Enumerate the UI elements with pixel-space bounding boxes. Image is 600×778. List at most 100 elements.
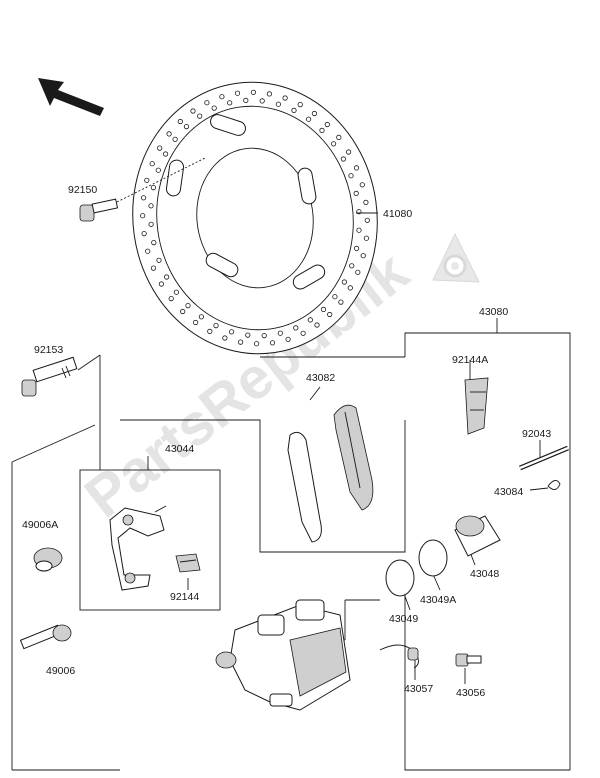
disc-hole: [150, 265, 157, 271]
disc-hole: [345, 149, 352, 155]
disc-hole: [222, 335, 228, 341]
disc-hole: [259, 98, 265, 104]
brake-pads: [287, 404, 374, 543]
disc-hole: [336, 134, 342, 140]
disc-hole: [353, 245, 360, 251]
label-41080: 41080: [383, 208, 412, 220]
disc-hole: [347, 285, 353, 291]
disc-hole: [353, 190, 359, 196]
disc-hole: [197, 113, 203, 119]
disc-hole: [293, 325, 299, 331]
disc-hole: [353, 165, 360, 171]
disc-hole: [314, 322, 320, 328]
disc-hole: [349, 263, 355, 269]
disc-hole: [341, 279, 347, 285]
disc-hole: [266, 91, 272, 97]
disc-hole: [238, 339, 244, 345]
disc-hole: [359, 182, 365, 188]
disc-bolt: [79, 157, 206, 222]
disc-hole: [332, 294, 338, 300]
sleeve: [19, 624, 72, 650]
brake-disc: [132, 81, 378, 355]
disc-hole: [150, 185, 156, 191]
disc-hole: [254, 341, 260, 347]
label-92153: 92153: [34, 344, 63, 356]
disc-hole: [311, 110, 317, 117]
label-49006: 49006: [46, 665, 75, 677]
label-43048: 43048: [470, 568, 499, 580]
disc-hole: [144, 177, 150, 183]
disc-hole: [156, 257, 162, 263]
disc-hole: [219, 94, 225, 100]
disc-hole: [168, 295, 174, 302]
disc-hole: [363, 199, 369, 205]
disc-hole: [285, 336, 291, 342]
disc-hole: [163, 151, 169, 157]
label-43082: 43082: [306, 372, 335, 384]
disc-hole: [355, 269, 361, 275]
disc-hole: [269, 340, 276, 346]
disc-hole: [300, 330, 306, 336]
disc-hole: [155, 167, 161, 173]
disc-hole: [180, 308, 186, 315]
label-43084: 43084: [494, 486, 523, 498]
disc-hole: [227, 100, 233, 106]
disc-hole: [173, 289, 179, 295]
label-92144: 92144: [170, 591, 199, 603]
label-92043: 92043: [522, 428, 551, 440]
disc-hole: [172, 136, 178, 142]
disc-hole: [338, 299, 344, 305]
disc-hole: [148, 221, 154, 227]
pad-spring: [464, 377, 489, 435]
disc-hole: [250, 89, 256, 95]
disc-hole: [148, 203, 154, 209]
piston-seals: [385, 539, 448, 597]
label-92150: 92150: [68, 184, 97, 196]
label-92144A: 92144A: [452, 354, 488, 366]
disc-hole: [141, 231, 147, 237]
disc-hole: [282, 95, 288, 101]
disc-hole: [261, 332, 267, 339]
boot: [33, 547, 63, 572]
disc-hole: [297, 102, 303, 108]
label-43057: 43057: [404, 683, 433, 695]
disc-hole: [364, 217, 370, 223]
disc-hole: [166, 131, 172, 137]
disc-hole: [213, 322, 219, 329]
disc-hole: [340, 156, 346, 162]
disc-hole: [319, 127, 325, 133]
disc-hole: [193, 319, 199, 326]
label-43080: 43080: [479, 306, 508, 318]
disc-hole: [320, 306, 327, 312]
disc-hole: [198, 314, 204, 320]
pad-pin: [519, 445, 569, 490]
disc-hole: [245, 332, 251, 338]
disc-hole: [234, 90, 241, 96]
caliper-bracket: [109, 505, 167, 591]
disc-hole: [243, 97, 249, 104]
bleeder-valve: [455, 653, 482, 667]
disc-hole: [363, 235, 369, 241]
gear-icon: [432, 232, 480, 283]
disc-hole: [207, 328, 213, 334]
disc-hole: [348, 173, 354, 179]
disc-hole: [277, 330, 283, 336]
bleeder-banjo: [379, 644, 419, 669]
disc-hole: [185, 302, 191, 309]
label-43049A: 43049A: [420, 594, 456, 606]
disc-hole: [275, 101, 281, 107]
direction-arrow-icon: [38, 78, 104, 116]
disc-hole: [177, 118, 183, 125]
disc-hole: [356, 227, 362, 233]
disc-hole: [360, 253, 366, 259]
disc-hole: [149, 161, 155, 167]
label-43056: 43056: [456, 687, 485, 699]
disc-hole: [140, 213, 146, 219]
pin-bolt: [21, 356, 78, 397]
part-labels: 41080 92150 43080 92153 43082 92144A 920…: [22, 184, 551, 699]
disc-hole: [291, 107, 297, 114]
label-43044: 43044: [165, 443, 194, 455]
disc-hole: [305, 116, 312, 122]
disc-hole: [157, 145, 163, 151]
